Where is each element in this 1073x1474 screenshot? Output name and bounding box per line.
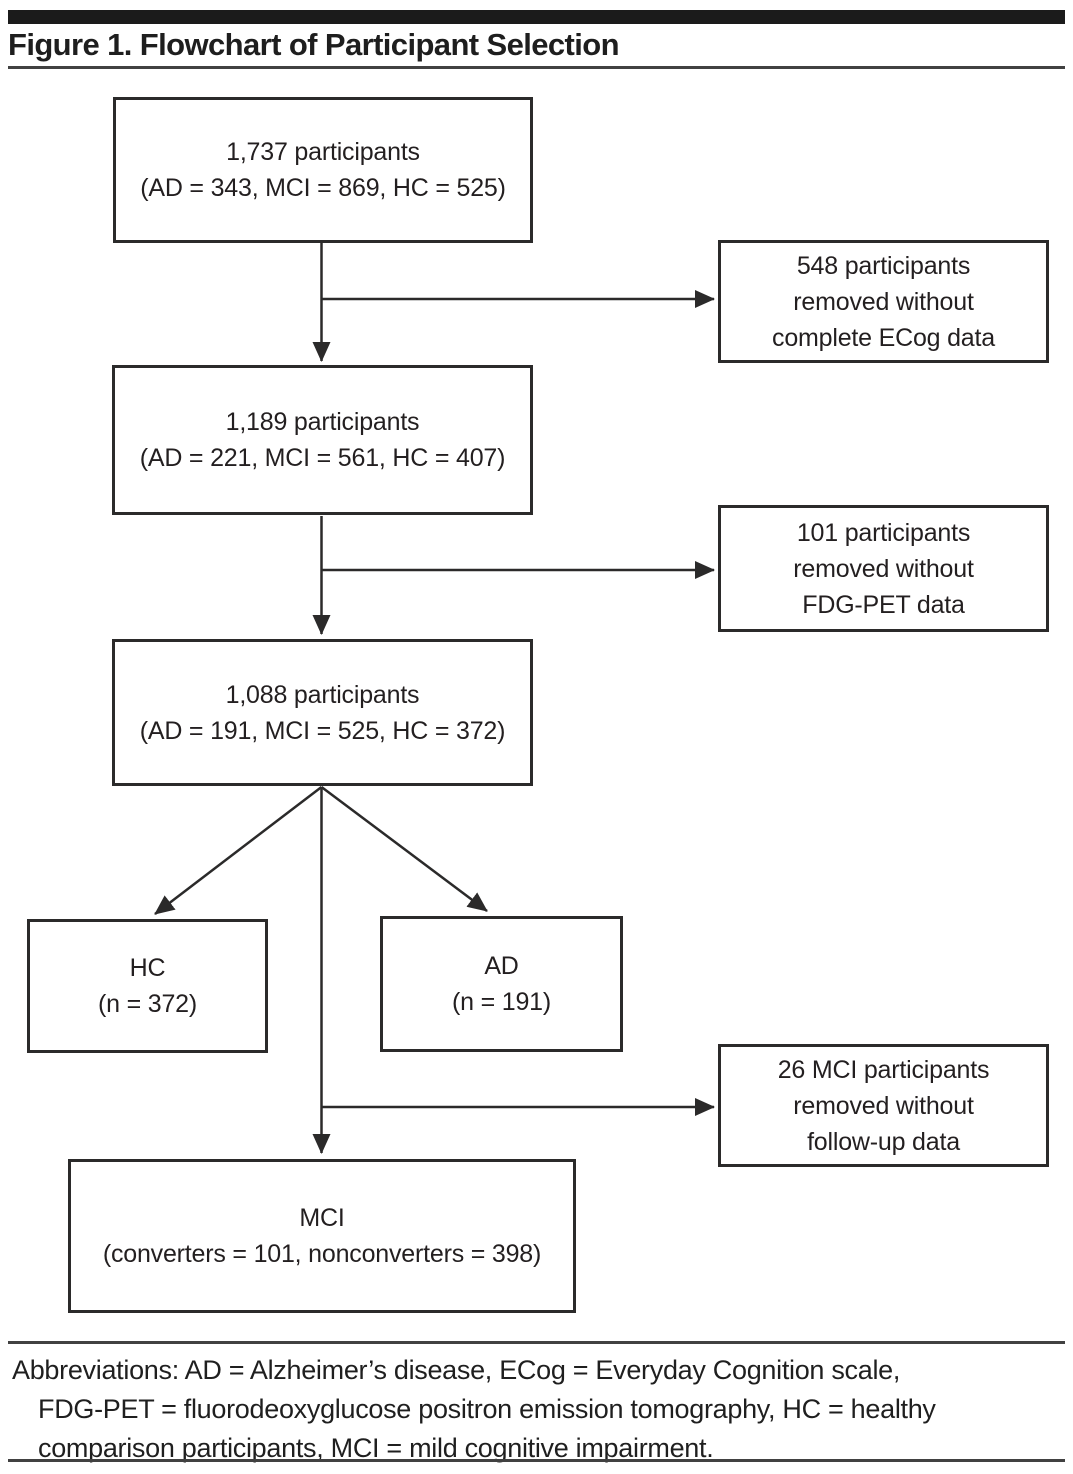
box-line: 1,088 participants <box>225 680 420 709</box>
footer-top-rule <box>8 1341 1065 1344</box>
flow-box-total-participants: 1,737 participants (AD = 343, MCI = 869,… <box>113 97 533 243</box>
flow-box-ad-group: AD (n = 191) <box>380 916 623 1052</box>
box-line: MCI <box>299 1204 345 1232</box>
title-rule <box>8 66 1065 69</box>
flow-box-after-ecog: 1,189 participants (AD = 221, MCI = 561,… <box>112 365 533 515</box>
flow-box-hc-group: HC (n = 372) <box>27 919 268 1053</box>
flow-box-after-fdgpet: 1,088 participants (AD = 191, MCI = 525,… <box>112 639 533 786</box>
connector-step3-to-hc <box>154 786 323 915</box>
connector-step3-to-ad <box>320 785 488 913</box>
footer-bottom-rule <box>8 1459 1065 1462</box>
box-line: (AD = 221, MCI = 561, HC = 407) <box>139 444 506 472</box>
box-line: follow-up data <box>807 1127 960 1156</box>
flow-box-excluded-fdgpet: 101 participants removed without FDG-PET… <box>718 505 1049 632</box>
box-line: 1,737 participants <box>226 138 420 166</box>
abbreviation-line: FDG-PET = fluorodeoxyglucose positron em… <box>38 1394 936 1424</box>
flow-box-mci-group: MCI (converters = 101, nonconverters = 3… <box>68 1159 576 1313</box>
figure-title: Figure 1. Flowchart of Participant Selec… <box>8 27 620 62</box>
box-line: 548 participants <box>796 251 971 280</box>
box-line: (AD = 191, MCI = 525, HC = 372) <box>139 716 506 745</box>
box-line: 26 MCI participants <box>777 1055 990 1084</box>
box-line: removed without <box>793 554 974 583</box>
title-top-bar <box>8 10 1065 24</box>
box-line: 101 participants <box>796 518 971 547</box>
box-line: FDG-PET data <box>802 590 965 619</box>
box-line: (n = 372) <box>98 990 197 1018</box>
box-line: 1,189 participants <box>225 408 420 436</box>
box-line: (converters = 101, nonconverters = 398) <box>102 1240 542 1268</box>
abbreviation-line: Abbreviations: AD = Alzheimer’s disease,… <box>12 1355 901 1385</box>
box-line: removed without <box>793 1091 974 1120</box>
box-line: (AD = 343, MCI = 869, HC = 525) <box>140 174 506 202</box>
box-line: (n = 191) <box>452 988 551 1016</box>
flow-box-excluded-ecog: 548 participants removed without complet… <box>718 240 1049 363</box>
abbreviation-line: comparison participants, MCI = mild cogn… <box>38 1433 714 1463</box>
box-line: complete ECog data <box>772 323 995 352</box>
box-line: removed without <box>793 287 974 316</box>
abbreviations-note: Abbreviations: AD = Alzheimer’s disease,… <box>12 1351 936 1468</box>
box-line: AD <box>484 952 519 980</box>
flow-box-excluded-followup: 26 MCI participants removed without foll… <box>718 1044 1049 1167</box>
box-line: HC <box>129 954 166 982</box>
